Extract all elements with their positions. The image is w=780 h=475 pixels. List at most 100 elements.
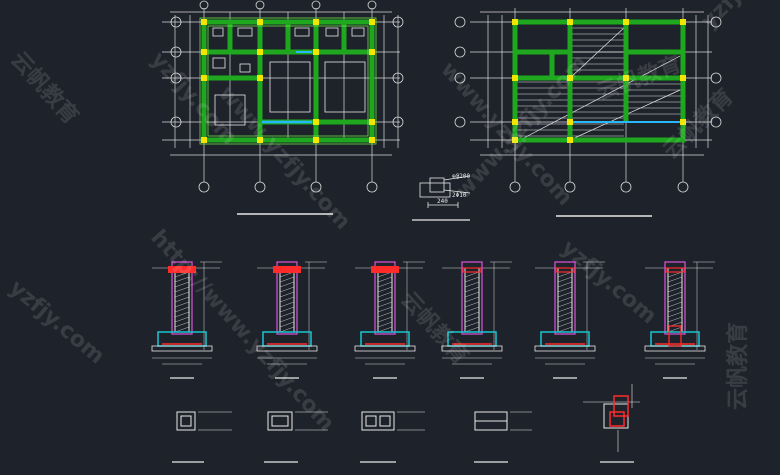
- column: [623, 75, 629, 81]
- wall-hatch: [377, 286, 393, 293]
- wall-hatch: [464, 311, 480, 318]
- wall-hatch: [174, 316, 190, 323]
- rebar-cage: [554, 261, 576, 335]
- column: [512, 19, 518, 25]
- wall-hatch: [464, 271, 480, 278]
- grid-bubble-icon: [170, 46, 182, 58]
- wall-hatch: [377, 306, 393, 313]
- wall-hatch: [667, 326, 683, 333]
- column: [257, 137, 263, 143]
- wall-hatch: [557, 271, 573, 278]
- room-outline: [324, 61, 366, 113]
- wall-hatch: [557, 281, 573, 288]
- column: [567, 19, 573, 25]
- wall-hatch: [557, 326, 573, 333]
- foundation-sections: [151, 261, 715, 379]
- rebar-cage: [664, 261, 686, 335]
- wall-hatch: [557, 311, 573, 318]
- wall-hatch: [377, 276, 393, 283]
- column: [512, 137, 518, 143]
- column: [201, 19, 207, 25]
- opening: [214, 94, 246, 126]
- foundation-section: [256, 261, 327, 379]
- column: [201, 137, 207, 143]
- column-section-inner: [180, 415, 192, 427]
- pile-cap-bar: [668, 325, 682, 347]
- wall-hatch: [279, 296, 295, 303]
- grid-bubble-icon: [366, 181, 378, 193]
- wall-hatch: [377, 321, 393, 328]
- column: [512, 75, 518, 81]
- wall-hatch: [174, 276, 190, 283]
- rebar-outline: [609, 411, 625, 427]
- rebar-cage: [461, 261, 483, 335]
- ring-beam-bar: [555, 267, 575, 273]
- wall-hatch: [174, 281, 190, 288]
- foundation-section: [644, 261, 715, 379]
- wall-hatch: [279, 321, 295, 328]
- wall-hatch: [464, 286, 480, 293]
- wall-hatch: [667, 296, 683, 303]
- wall-hatch: [279, 311, 295, 318]
- wall-hatch: [464, 276, 480, 283]
- wall-hatch: [464, 306, 480, 313]
- column: [512, 119, 518, 125]
- wall-hatch: [667, 316, 683, 323]
- wall-hatch: [557, 296, 573, 303]
- column-section-inner: [379, 415, 391, 427]
- column: [369, 119, 375, 125]
- slab-hatch: [517, 27, 681, 137]
- wall-hatch: [667, 286, 683, 293]
- footing-base: [534, 345, 596, 352]
- column: [369, 19, 375, 25]
- wall-hatch: [174, 306, 190, 313]
- wall-hatch: [667, 311, 683, 318]
- column: [369, 49, 375, 55]
- column: [313, 19, 319, 25]
- outer-beam-edge: [199, 17, 377, 145]
- column: [201, 75, 207, 81]
- grid-bubble-icon: [509, 181, 521, 193]
- column-section: [176, 411, 196, 431]
- grid-bubble-icon: [677, 181, 689, 193]
- columns-left: [201, 19, 375, 143]
- ring-beam-bar: [273, 266, 301, 273]
- wall-hatch: [377, 296, 393, 303]
- wall-hatch: [174, 301, 190, 308]
- column: [257, 49, 263, 55]
- section-outline: [419, 182, 451, 198]
- bar-label: 2Φ10: [452, 192, 467, 199]
- column: [680, 119, 686, 125]
- grid-bubble-icon: [170, 16, 182, 28]
- column: [313, 49, 319, 55]
- grid-bubble-icon: [454, 46, 466, 58]
- wall-hatch: [279, 316, 295, 323]
- room-outline: [269, 61, 311, 113]
- wall-hatch: [464, 326, 480, 333]
- width-label: 240: [437, 198, 448, 205]
- wall-hatch: [557, 286, 573, 293]
- wall-hatch: [377, 316, 393, 323]
- wall-hatch: [464, 281, 480, 288]
- wall-hatch: [279, 306, 295, 313]
- ring-beam-bar: [168, 266, 196, 273]
- wall-hatch: [377, 291, 393, 298]
- grid-bubble-icon: [710, 72, 722, 84]
- column-section-inner: [365, 415, 377, 427]
- grid-bubble-icon: [710, 16, 722, 28]
- beam-edges-left: [199, 17, 377, 145]
- column: [313, 119, 319, 125]
- column: [257, 19, 263, 25]
- wall-hatch: [557, 306, 573, 313]
- grid-bubble-icon: [170, 116, 182, 128]
- rebar-outline: [613, 395, 629, 417]
- column: [567, 119, 573, 125]
- opening: [239, 63, 251, 73]
- diagonal: [519, 55, 681, 141]
- grid-bubble-icon: [198, 181, 210, 193]
- grid-bubble-icon: [564, 181, 576, 193]
- wall-hatch: [464, 316, 480, 323]
- grid-bubble-icon: [255, 0, 265, 10]
- foundation-section: [441, 261, 512, 379]
